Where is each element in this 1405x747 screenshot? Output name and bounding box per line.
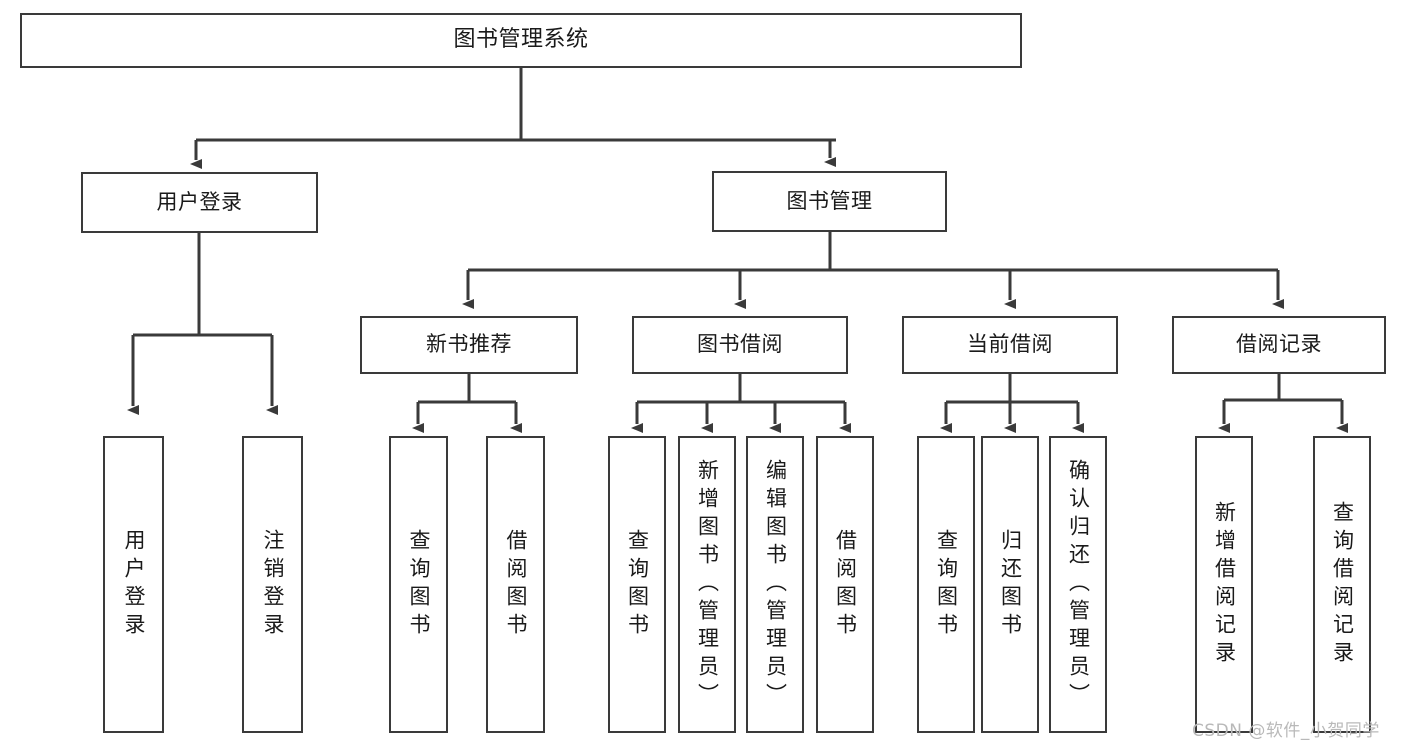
node-root-system[interactable]: 图书管理系统: [20, 13, 1022, 68]
node-label: 查询图书: [407, 528, 431, 641]
leaf-borrow-edit-book-admin[interactable]: 编辑图书（管理员）: [746, 436, 804, 733]
leaf-record-query[interactable]: 查询借阅记录: [1313, 436, 1371, 733]
leaf-borrow-borrow-book[interactable]: 借阅图书: [816, 436, 874, 733]
node-label: 当前借阅: [967, 332, 1053, 357]
leaf-current-confirm-return-admin[interactable]: 确认归还（管理员）: [1049, 436, 1107, 733]
node-label: 确认归还（管理员）: [1066, 458, 1091, 711]
node-user-login[interactable]: 用户登录: [81, 172, 318, 233]
node-new-book-recommend[interactable]: 新书推荐: [360, 316, 578, 374]
leaf-borrow-add-book-admin[interactable]: 新增图书（管理员）: [678, 436, 736, 733]
node-label: 查询图书: [934, 528, 959, 641]
node-label: 归还图书: [998, 528, 1023, 641]
node-book-borrow[interactable]: 图书借阅: [632, 316, 848, 374]
leaf-current-return-book[interactable]: 归还图书: [981, 436, 1039, 733]
node-label: 图书管理系统: [453, 27, 589, 53]
node-label: 编辑图书（管理员）: [763, 458, 788, 711]
node-label: 查询图书: [625, 528, 650, 641]
leaf-user-login-signout[interactable]: 注销登录: [242, 436, 303, 733]
node-label: 新增借阅记录: [1212, 500, 1237, 669]
node-current-borrow[interactable]: 当前借阅: [902, 316, 1118, 374]
leaf-borrow-query-book[interactable]: 查询图书: [608, 436, 666, 733]
node-label: 图书借阅: [697, 332, 783, 357]
node-label: 借阅图书: [833, 528, 858, 641]
node-label: 图书管理: [786, 188, 873, 213]
node-label: 用户登录: [122, 528, 146, 641]
node-label: 用户登录: [156, 189, 243, 214]
node-label: 借阅图书: [504, 528, 528, 641]
leaf-current-query-book[interactable]: 查询图书: [917, 436, 975, 733]
leaf-user-login-signin[interactable]: 用户登录: [103, 436, 164, 733]
node-borrow-record[interactable]: 借阅记录: [1172, 316, 1386, 374]
csdn-watermark: CSDN @软件_小贺同学: [1192, 721, 1380, 741]
leaf-record-add[interactable]: 新增借阅记录: [1195, 436, 1253, 733]
node-label: 查询借阅记录: [1330, 500, 1355, 669]
node-label: 注销登录: [261, 528, 285, 641]
node-label: 新增图书（管理员）: [695, 458, 720, 711]
leaf-new-book-query[interactable]: 查询图书: [389, 436, 448, 733]
node-book-management[interactable]: 图书管理: [712, 171, 947, 232]
node-label: 借阅记录: [1236, 332, 1322, 357]
leaf-new-book-borrow[interactable]: 借阅图书: [486, 436, 545, 733]
node-label: 新书推荐: [426, 332, 512, 357]
